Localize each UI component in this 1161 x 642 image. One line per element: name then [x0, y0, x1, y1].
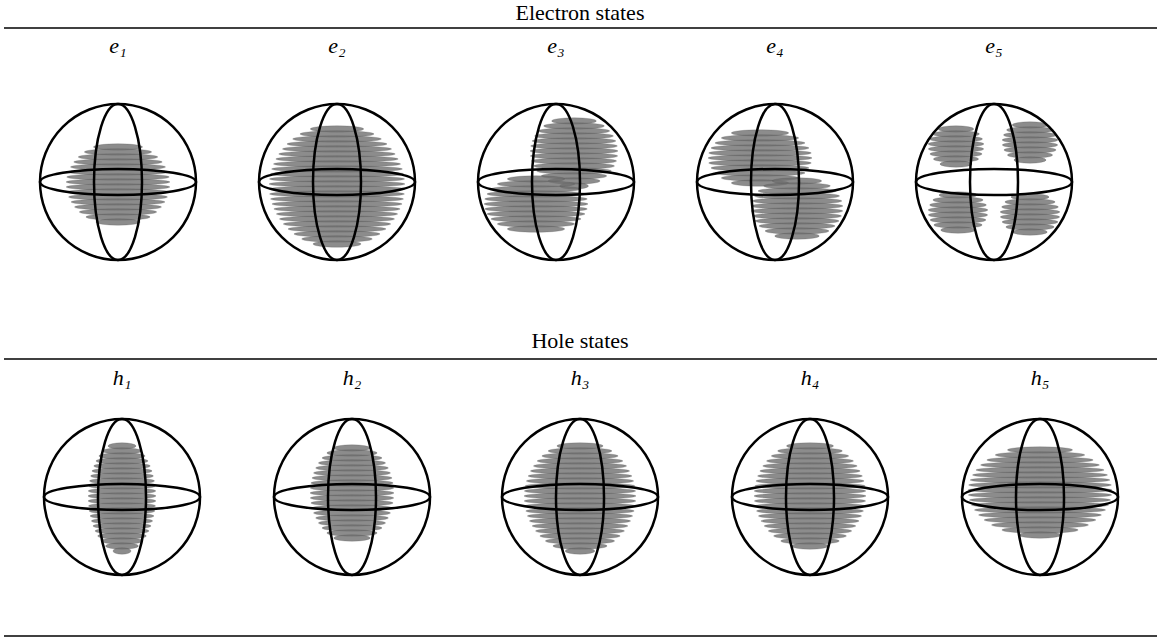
- state-label: h₁: [113, 365, 132, 391]
- equator-ellipse: [44, 484, 200, 510]
- equator-ellipse: [697, 169, 853, 195]
- meridian-ellipse: [556, 419, 604, 575]
- sphere-outline: [274, 419, 430, 575]
- sphere-outline: [916, 104, 1072, 260]
- equator-ellipse: [916, 169, 1072, 195]
- meridian-ellipse: [94, 104, 142, 260]
- sphere-outline: [697, 104, 853, 260]
- density-slice: [334, 535, 371, 541]
- equator-ellipse: [962, 484, 1118, 510]
- state-label: e₃: [547, 33, 564, 59]
- section-heading: Electron states: [516, 0, 645, 26]
- state-label: e₅: [985, 33, 1002, 59]
- wavefunction-sphere: [502, 419, 658, 575]
- meridian-ellipse: [313, 104, 361, 260]
- density-slice: [792, 543, 829, 549]
- equator-ellipse: [259, 169, 415, 195]
- wavefunction-sphere: [274, 419, 430, 575]
- wavefunction-sphere: [916, 104, 1072, 260]
- meridian-ellipse: [751, 104, 799, 260]
- wavefunction-sphere: [478, 104, 634, 260]
- horizontal-rule: [4, 27, 1157, 29]
- sphere-outline: [44, 419, 200, 575]
- density-slice: [1014, 157, 1046, 163]
- state-label: e₁: [109, 33, 126, 59]
- equator-ellipse: [732, 484, 888, 510]
- wavefunction-sphere: [732, 419, 888, 575]
- wavefunction-sphere: [697, 104, 853, 260]
- meridian-ellipse: [1016, 419, 1064, 575]
- density-slice: [775, 233, 820, 239]
- equator-ellipse: [40, 169, 196, 195]
- state-label: h₃: [571, 365, 590, 391]
- density-slice: [940, 161, 972, 167]
- density-slice: [113, 548, 131, 554]
- section-heading: Hole states: [531, 328, 628, 354]
- meridian-ellipse: [532, 104, 580, 260]
- sphere-outline: [962, 419, 1118, 575]
- horizontal-rule: [4, 358, 1157, 360]
- meridian-ellipse: [98, 419, 146, 575]
- meridian-ellipse: [328, 419, 376, 575]
- density-slice: [1019, 532, 1061, 538]
- density-slice: [1013, 229, 1047, 235]
- state-label: e₄: [766, 33, 783, 59]
- state-label: h₅: [1031, 365, 1050, 391]
- wavefunction-sphere: [40, 104, 196, 260]
- sphere-outline: [259, 104, 415, 260]
- wavefunction-sphere: [44, 419, 200, 575]
- sphere-outline: [478, 104, 634, 260]
- density-slice: [313, 241, 361, 247]
- sphere-outline: [40, 104, 196, 260]
- meridian-ellipse: [786, 419, 834, 575]
- wavefunction-sphere: [259, 104, 415, 260]
- state-label: e₂: [328, 33, 345, 59]
- meridian-ellipse: [970, 104, 1018, 260]
- state-label: h₄: [801, 365, 820, 391]
- density-slice: [565, 548, 595, 554]
- sphere-outline: [502, 419, 658, 575]
- sphere-outline: [732, 419, 888, 575]
- equator-ellipse: [274, 484, 430, 510]
- density-slice: [941, 227, 975, 233]
- equator-ellipse: [478, 169, 634, 195]
- equator-ellipse: [502, 484, 658, 510]
- horizontal-rule: [4, 635, 1157, 637]
- state-label: h₂: [343, 365, 362, 391]
- wavefunction-sphere: [962, 419, 1118, 575]
- density-slice: [96, 219, 140, 225]
